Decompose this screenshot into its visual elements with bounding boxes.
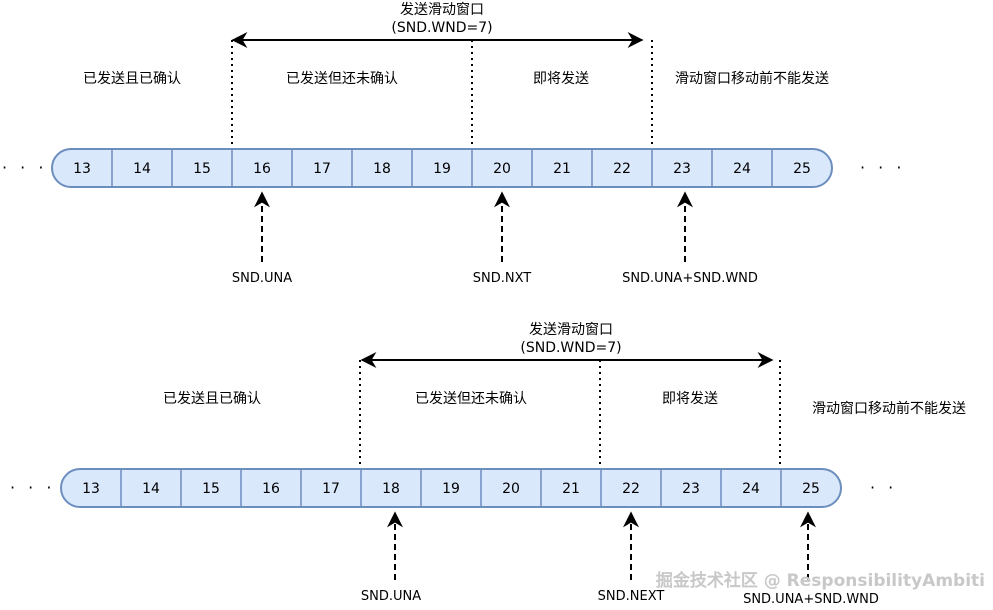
- segment-label: 19: [433, 161, 451, 177]
- diagram-1: 发送滑动窗口 (SND.WND=7) 已发送且已确认 已发送但还未确认 即将发送…: [2, 1, 905, 286]
- segment-label: 25: [802, 481, 820, 497]
- sequence-bar: [60, 468, 842, 508]
- segment-label: 22: [613, 161, 631, 177]
- region-cannot-send: 滑动窗口移动前不能发送: [812, 400, 966, 417]
- segment-labels: 13 14 15 16 17 18 19 20 21 22 23 24 25: [73, 161, 811, 177]
- region-sent-unacked: 已发送但还未确认: [415, 391, 527, 407]
- pointer-label-snd-wnd-end: SND.UNA+SND.WND: [743, 592, 879, 607]
- segment-label: 20: [493, 161, 511, 177]
- segment-label: 17: [322, 481, 340, 497]
- segment-label: 15: [193, 161, 211, 177]
- ellipsis-left: · · ·: [10, 478, 55, 497]
- window-title: 发送滑动窗口: [400, 1, 484, 18]
- segment-label: 15: [202, 481, 220, 497]
- segment-label: 18: [373, 161, 391, 177]
- segment-labels: 13 14 15 16 17 18 19 20 21 22 23 24 25: [82, 481, 820, 497]
- region-acked: 已发送且已确认: [163, 391, 261, 407]
- segment-label: 24: [742, 481, 760, 497]
- pointer-label-snd-next: SND.NEXT: [598, 589, 665, 604]
- segment-label: 17: [313, 161, 331, 177]
- segment-label: 18: [382, 481, 400, 497]
- segment-label: 20: [502, 481, 520, 497]
- window-size-label: (SND.WND=7): [391, 20, 492, 36]
- region-acked: 已发送且已确认: [83, 71, 181, 87]
- segment-label: 16: [253, 161, 271, 177]
- segment-label: 19: [442, 481, 460, 497]
- segment-label: 13: [73, 161, 91, 177]
- window-title: 发送滑动窗口: [529, 321, 613, 338]
- pointer-label-snd-nxt: SND.NXT: [473, 271, 532, 286]
- segment-label: 14: [142, 481, 160, 497]
- segment-label: 24: [733, 161, 751, 177]
- segment-label: 23: [682, 481, 700, 497]
- region-sent-unacked: 已发送但还未确认: [286, 71, 398, 87]
- diagram-2: 发送滑动窗口 (SND.WND=7) 已发送且已确认 已发送但还未确认 即将发送…: [10, 321, 966, 607]
- segment-label: 16: [262, 481, 280, 497]
- watermark: 掘金技术社区 @ ResponsibilityAmbiti: [656, 570, 985, 591]
- ellipsis-left: · · ·: [2, 158, 47, 177]
- pointer-label-snd-wnd-end: SND.UNA+SND.WND: [622, 271, 758, 286]
- segment-label: 22: [622, 481, 640, 497]
- pointer-label-snd-una: SND.UNA: [361, 589, 421, 604]
- ellipsis-right: · · ·: [860, 158, 905, 177]
- region-to-send: 即将发送: [533, 71, 589, 87]
- segment-label: 14: [133, 161, 151, 177]
- ellipsis-right: · ·: [870, 478, 897, 497]
- segment-label: 21: [553, 161, 571, 177]
- region-cannot-send: 滑动窗口移动前不能发送: [675, 70, 829, 87]
- segment-label: 21: [562, 481, 580, 497]
- segment-dividers: [111, 150, 773, 186]
- region-to-send: 即将发送: [662, 391, 718, 407]
- sequence-bar: [51, 148, 833, 188]
- pointer-label-snd-una: SND.UNA: [232, 271, 292, 286]
- segment-label: 23: [673, 161, 691, 177]
- segment-label: 13: [82, 481, 100, 497]
- window-size-label: (SND.WND=7): [520, 340, 621, 356]
- segment-dividers: [120, 470, 782, 506]
- segment-label: 25: [793, 161, 811, 177]
